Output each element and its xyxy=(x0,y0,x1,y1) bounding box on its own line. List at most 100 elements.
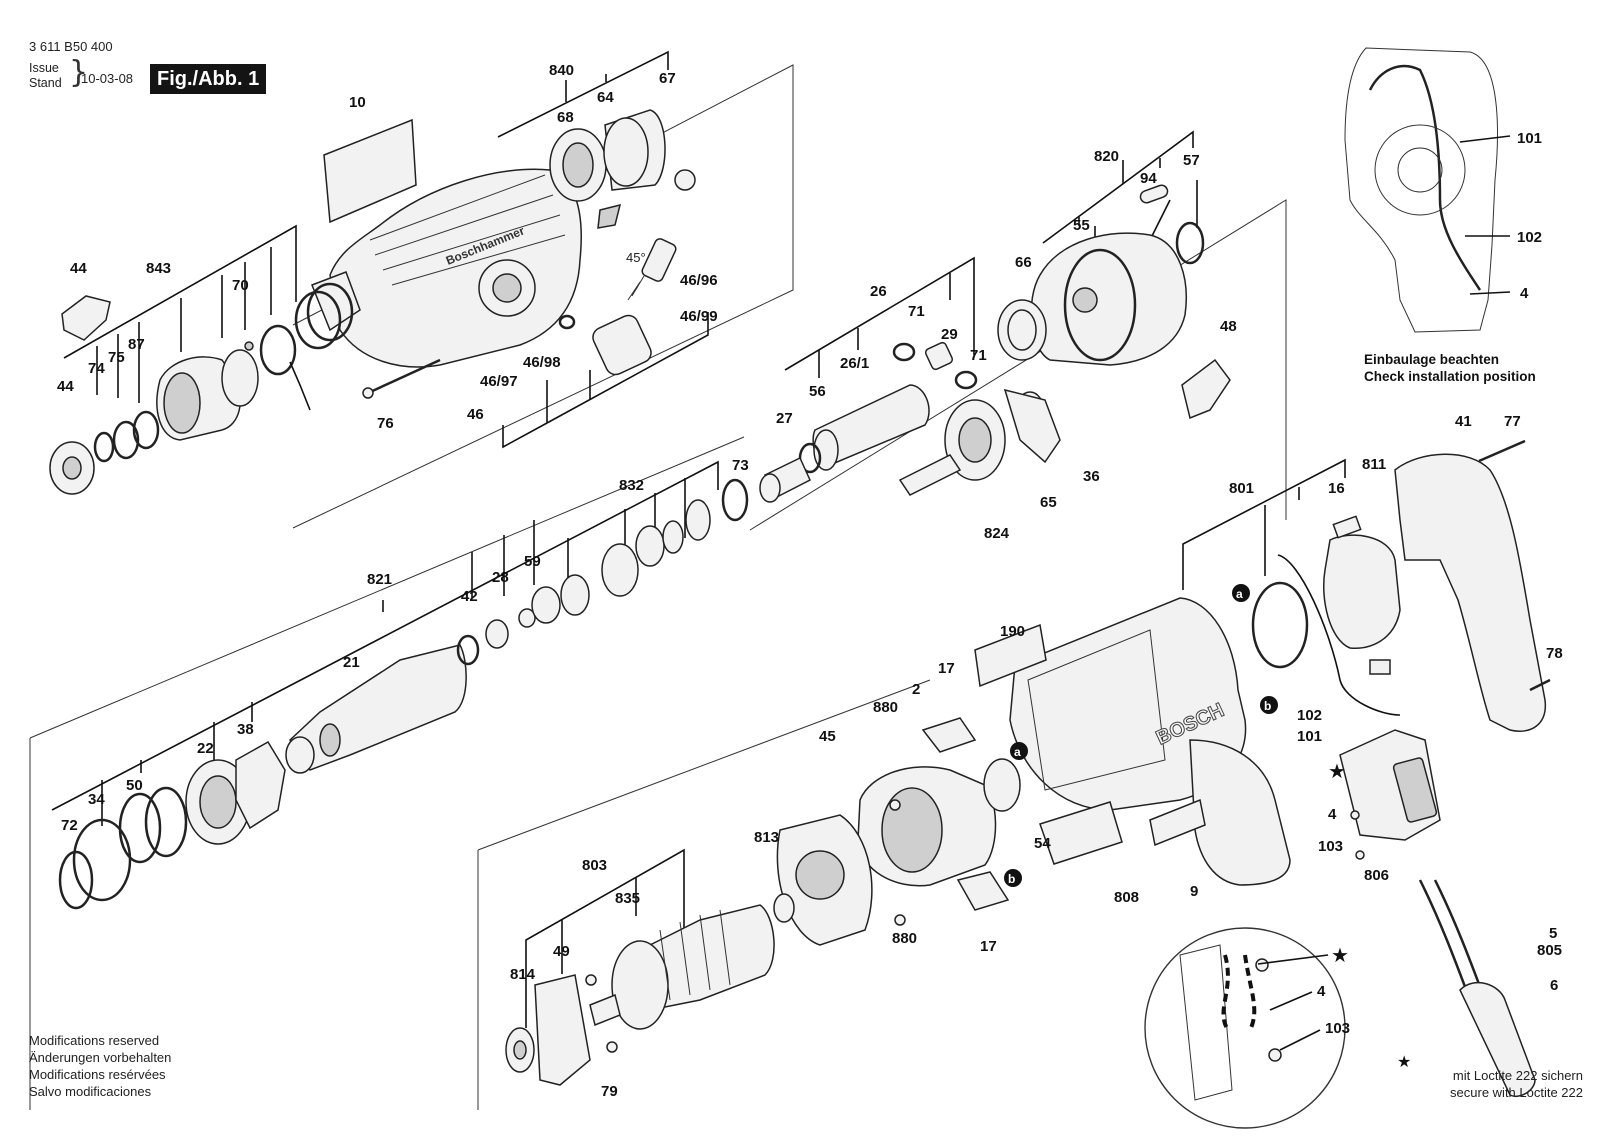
part-label: 820 xyxy=(1094,148,1119,165)
issue-label: Issue Stand xyxy=(29,61,62,91)
part-label: 77 xyxy=(1504,413,1521,430)
part-label: 78 xyxy=(1546,645,1563,662)
part-label: 74 xyxy=(88,360,105,377)
modifications-en: Modifications reserved xyxy=(29,1033,160,1048)
part-label: 79 xyxy=(601,1083,618,1100)
star-icon: ★ xyxy=(1331,945,1349,967)
part-label: 811 xyxy=(1362,456,1386,473)
part-label: 17 xyxy=(938,660,955,677)
part-label: 824 xyxy=(984,525,1010,542)
part-label: 16 xyxy=(1328,480,1345,497)
part-label: 5 xyxy=(1549,925,1557,942)
part-label: 808 xyxy=(1114,889,1139,906)
part-label: 4 xyxy=(1520,285,1529,302)
marker-b-top: b xyxy=(1264,699,1271,713)
part-label: 101 xyxy=(1517,130,1542,147)
wiring-markers: a a b b xyxy=(1004,584,1278,887)
part-label: 72 xyxy=(61,817,78,834)
issue-label-de: Stand xyxy=(29,76,62,90)
part-label: 76 xyxy=(377,415,394,432)
part-label: 68 xyxy=(557,109,574,126)
marker-b-lower: b xyxy=(1008,872,1015,886)
part-label: 101 xyxy=(1297,728,1322,745)
part-label: 880 xyxy=(873,699,898,716)
part-label: 46/97 xyxy=(480,373,518,390)
part-label: 54 xyxy=(1034,835,1051,852)
figure-title-badge: Fig./Abb. 1 xyxy=(150,64,267,94)
part-label: 821 xyxy=(367,571,392,588)
part-label: 66 xyxy=(1015,254,1032,271)
part-label: 64 xyxy=(597,89,614,106)
part-label: 46/98 xyxy=(523,354,561,371)
part-label: 17 xyxy=(980,938,997,955)
part-label: 56 xyxy=(809,383,826,400)
part-label: 803 xyxy=(582,857,607,874)
star-icon: ★ xyxy=(1328,761,1346,783)
part-label: 71 xyxy=(970,347,987,364)
part-label: 44 xyxy=(70,260,87,277)
part-label: 71 xyxy=(908,303,925,320)
part-label: 190 xyxy=(1000,623,1025,640)
part-label: 22 xyxy=(197,740,214,757)
issue-label-en: Issue xyxy=(29,61,59,75)
part-label: 45 xyxy=(819,728,836,745)
part-label: 94 xyxy=(1140,170,1157,187)
part-label: 843 xyxy=(146,260,171,277)
issue-date: 10-03-08 xyxy=(81,71,134,86)
leader-brackets xyxy=(51,50,1346,1028)
modifications-de: Änderungen vorbehalten xyxy=(29,1050,172,1065)
part-label: 59 xyxy=(524,553,541,570)
part-label: 21 xyxy=(343,654,360,671)
part-label: 26 xyxy=(870,283,887,300)
part-label: 55 xyxy=(1073,217,1090,234)
part-label: 49 xyxy=(553,943,570,960)
part-label: 29 xyxy=(941,326,958,343)
part-label: 840 xyxy=(549,62,574,79)
loctite-note-de: mit Loctite 222 sichern xyxy=(1452,1068,1583,1083)
part-label: 27 xyxy=(776,410,793,427)
marker-a-top: a xyxy=(1236,587,1243,601)
part-label: 65 xyxy=(1040,494,1057,511)
installation-note-en: Check installation position xyxy=(1364,369,1536,384)
part-shapes xyxy=(49,47,1551,1129)
star-icon: ★ xyxy=(1397,1054,1411,1071)
part-label: 46/99 xyxy=(680,308,718,325)
part-label: 70 xyxy=(232,277,249,294)
part-label: 46 xyxy=(467,406,484,423)
part-label: 28 xyxy=(492,569,509,586)
loctite-note-en: secure with Loctite 222 xyxy=(1450,1085,1583,1100)
part-label: 36 xyxy=(1083,468,1100,485)
part-label: 75 xyxy=(108,349,125,366)
part-label: 42 xyxy=(461,588,478,605)
part-label: 9 xyxy=(1190,883,1198,900)
part-label: 102 xyxy=(1297,707,1322,724)
part-label: 46/96 xyxy=(680,272,718,289)
part-label: 814 xyxy=(510,966,536,983)
modifications-es: Salvo modificaciones xyxy=(29,1084,152,1099)
part-label: 4 xyxy=(1328,806,1337,823)
part-label: 805 xyxy=(1537,942,1562,959)
angle-label: 45° xyxy=(626,250,646,265)
part-label: 102 xyxy=(1517,229,1542,246)
part-label: 38 xyxy=(237,721,254,738)
part-label: 44 xyxy=(57,378,74,395)
modifications-fr: Modifications resérvées xyxy=(29,1067,166,1082)
part-label: 835 xyxy=(615,890,640,907)
part-label: 832 xyxy=(619,477,644,494)
part-label: 880 xyxy=(892,930,917,947)
loctite-stars: ★ ★ ★ xyxy=(1328,761,1411,1071)
part-label: 813 xyxy=(754,829,779,846)
part-label: 801 xyxy=(1229,480,1254,497)
part-label: 50 xyxy=(126,777,143,794)
part-label: 6 xyxy=(1550,977,1558,994)
brace-glyph: } xyxy=(69,55,89,90)
installation-note: Einbaulage beachten Check installation p… xyxy=(1364,351,1536,385)
loctite-note: mit Loctite 222 sichern secure with Loct… xyxy=(1391,1067,1583,1101)
part-label: 41 xyxy=(1455,413,1472,430)
part-label: 57 xyxy=(1183,152,1200,169)
marker-a-lower: a xyxy=(1014,745,1021,759)
part-label: 26/1 xyxy=(840,355,869,372)
part-label: 73 xyxy=(732,457,749,474)
